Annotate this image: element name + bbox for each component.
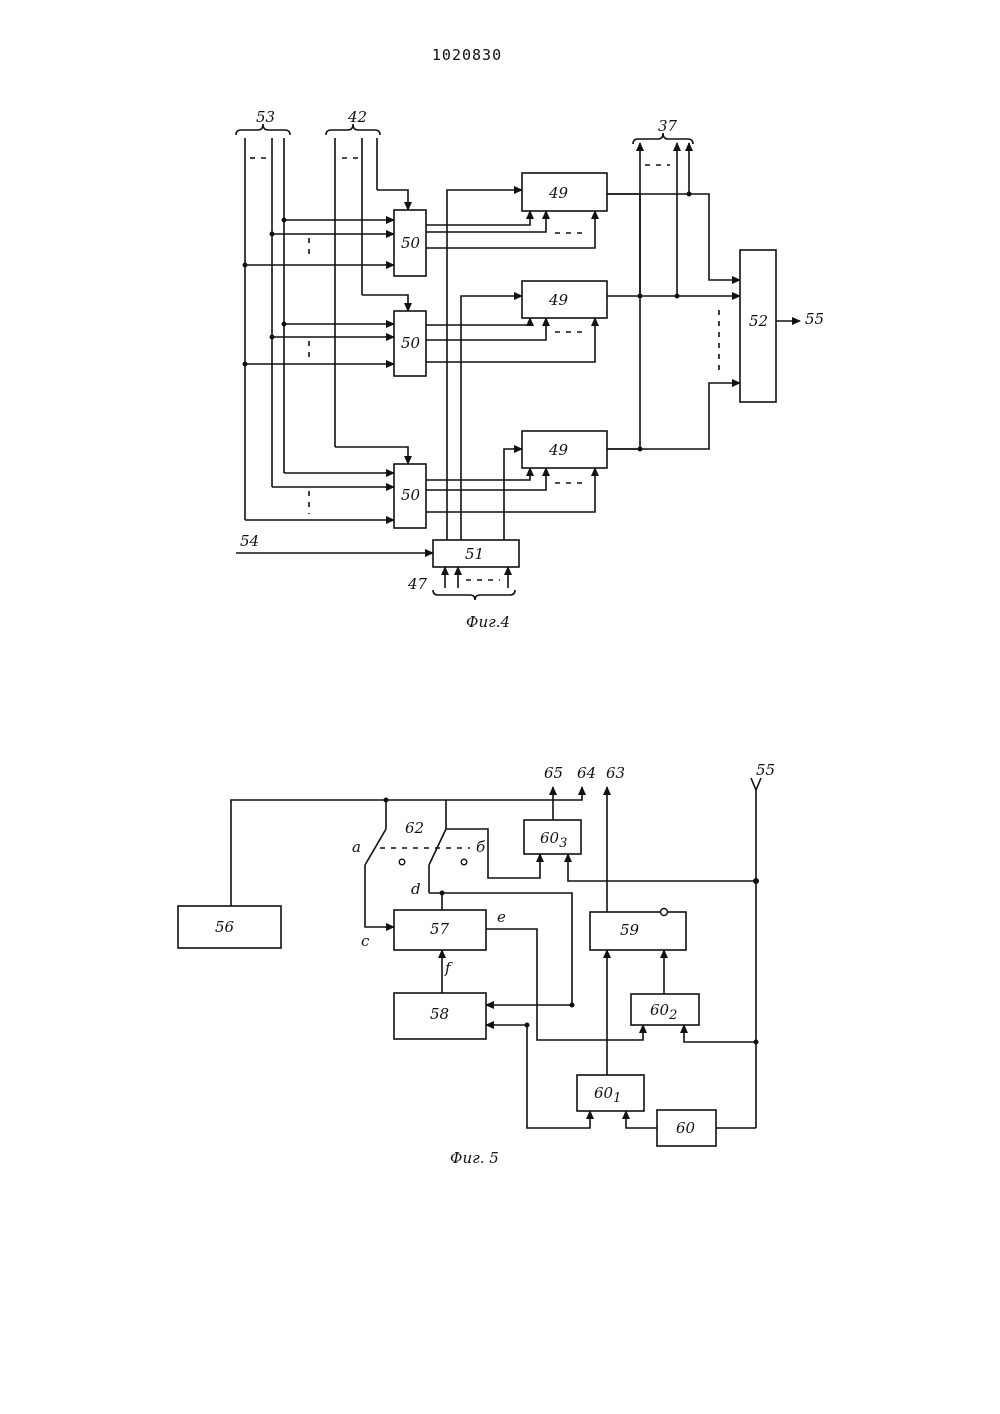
node-f-label: f: [444, 959, 453, 977]
block-60-label: 60: [676, 1119, 696, 1137]
block-58-label: 58: [430, 1005, 449, 1023]
block-50-bottom-label: 50: [401, 486, 421, 504]
figure-4: 53 42 37 50 50 50: [236, 108, 824, 631]
figure-5: a 62 б 56 57 c d e f 58 603 65 64: [178, 761, 775, 1167]
block-52-label: 52: [749, 312, 768, 330]
block-49-mid-label: 49: [548, 291, 569, 309]
block-56-label: 56: [215, 918, 235, 936]
signal-55-label: 55: [805, 310, 824, 328]
bus-47-label: 47: [407, 575, 428, 593]
signal-55-input-label: 55: [756, 761, 775, 779]
block-49-bottom-label: 49: [548, 441, 569, 459]
block-49-top-label: 49: [548, 184, 569, 202]
node-b-label: б: [476, 838, 486, 856]
node-e-label: e: [497, 908, 506, 926]
bus-47-bracket: [433, 590, 515, 600]
bus-53-label: 53: [256, 108, 275, 126]
signal-65-label: 65: [544, 764, 563, 782]
block-51-label: 51: [465, 545, 484, 563]
signal-63-label: 63: [606, 764, 625, 782]
node-d-label: d: [411, 880, 421, 898]
switch-62-label: 62: [405, 819, 424, 837]
node-a-label: a: [352, 838, 361, 856]
block-59-label: 59: [620, 921, 640, 939]
figure-4-caption: Фиг.4: [466, 613, 510, 631]
signal-64-label: 64: [577, 764, 596, 782]
figure-5-caption: Фиг. 5: [450, 1149, 499, 1167]
signal-54-label: 54: [240, 532, 259, 550]
bus-37-label: 37: [658, 117, 678, 135]
node-c-label: c: [361, 932, 370, 950]
block-50-mid-label: 50: [401, 334, 421, 352]
bus-42-label: 42: [347, 108, 367, 126]
block-57-label: 57: [430, 920, 450, 938]
block-50-top-label: 50: [401, 234, 421, 252]
